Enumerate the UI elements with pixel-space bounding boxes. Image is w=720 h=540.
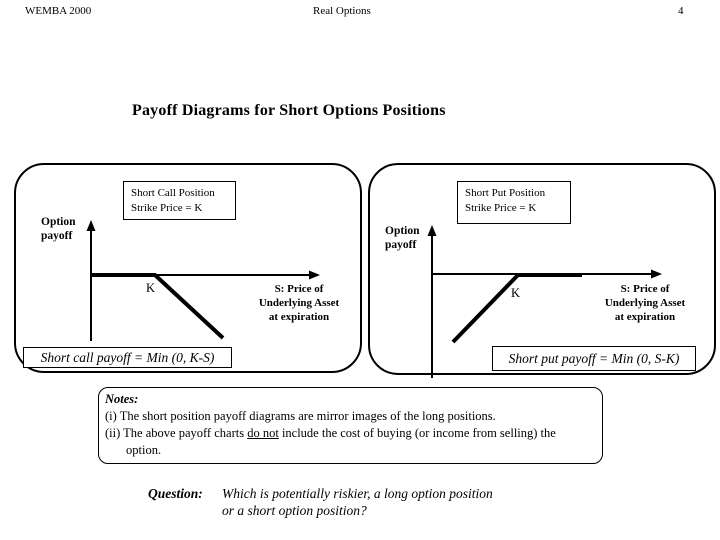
y-axis-label-line: payoff xyxy=(41,229,73,242)
x-axis-label-line: at expiration xyxy=(614,311,676,323)
header-course: WEMBA 2000 xyxy=(25,5,92,17)
notes-item-2-after: include the cost of buying (or income fr… xyxy=(278,426,556,440)
short-call-y-axis-label: Option payoff xyxy=(41,216,76,243)
short-call-title-line1: Short Call Position xyxy=(131,187,215,199)
notes-box: Notes: (i) The short position payoff dia… xyxy=(98,387,603,464)
x-axis-label-line: S: Price of xyxy=(274,283,324,295)
header-page-number: 4 xyxy=(678,5,684,17)
y-axis-label-line: Option xyxy=(41,216,76,228)
x-axis-label-line: Underlying Asset xyxy=(604,297,686,309)
short-put-formula-box: Short put payoff = Min (0, S-K) xyxy=(492,346,696,371)
short-put-title-line1: Short Put Position xyxy=(465,187,546,199)
question-line-2: or a short option position? xyxy=(222,503,367,518)
short-put-title-line2: Strike Price = K xyxy=(465,202,537,214)
notes-heading: Notes: xyxy=(105,392,139,406)
short-call-x-axis-label: S: Price of Underlying Asset at expirati… xyxy=(249,282,349,324)
question-label: Question: xyxy=(148,486,203,501)
notes-item-2: (ii) The above payoff charts do not incl… xyxy=(105,425,597,442)
notes-item-2-before: (ii) The above payoff charts xyxy=(105,426,248,440)
header-topic: Real Options xyxy=(313,5,371,17)
short-put-strike-label: K xyxy=(511,286,521,300)
x-axis-label-line: S: Price of xyxy=(620,283,670,295)
y-axis-label-line: payoff xyxy=(385,238,417,251)
short-put-x-axis-label: S: Price of Underlying Asset at expirati… xyxy=(595,282,695,324)
question-line-1: Which is potentially riskier, a long opt… xyxy=(222,486,493,501)
short-put-title-box: Short Put Position Strike Price = K xyxy=(457,181,571,224)
short-put-y-axis-label: Option payoff xyxy=(385,225,420,252)
short-call-title-line2: Strike Price = K xyxy=(131,202,203,214)
y-axis-label-line: Option xyxy=(385,225,420,237)
x-axis-label-line: Underlying Asset xyxy=(258,297,340,309)
notes-item-2-continued: option. xyxy=(126,443,162,457)
short-call-title-box: Short Call Position Strike Price = K xyxy=(123,181,236,220)
notes-item-1: (i) The short position payoff diagrams a… xyxy=(105,409,496,423)
short-call-strike-label: K xyxy=(146,281,156,295)
x-axis-label-line: at expiration xyxy=(268,311,330,323)
short-call-formula-box: Short call payoff = Min (0, K-S) xyxy=(23,347,232,368)
notes-item-2-underlined: do not xyxy=(247,426,279,440)
page-title: Payoff Diagrams for Short Options Positi… xyxy=(132,102,446,119)
